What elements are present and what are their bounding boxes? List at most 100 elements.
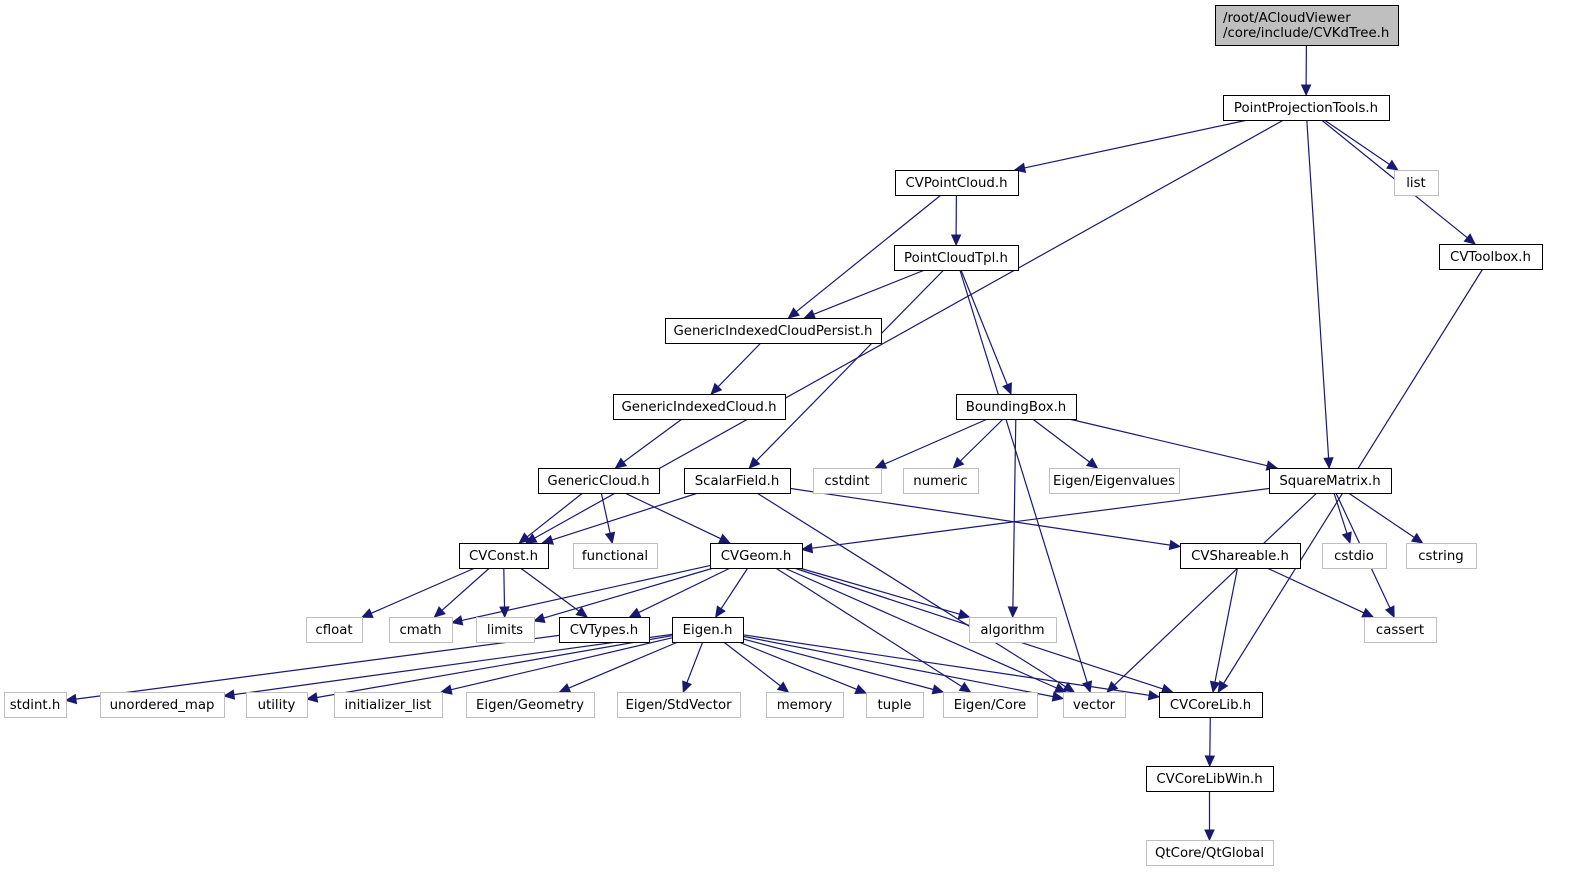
node-box <box>1269 468 1392 494</box>
arrowhead-icon <box>718 533 731 544</box>
node-label: ScalarField.h <box>695 474 780 489</box>
edge-CVShareable-to-cassert <box>1266 567 1375 618</box>
edge-GenericCloud-to-functional <box>600 492 616 545</box>
node-cstdint: cstdint <box>813 468 882 494</box>
node-box <box>4 692 67 718</box>
edge-line <box>959 418 1004 462</box>
node-SquareMatrix[interactable]: SquareMatrix.h <box>1269 468 1392 494</box>
edge-line <box>1032 418 1090 463</box>
edge-PointCloudTpl-to-ScalarField <box>748 269 945 469</box>
node-CVGeom[interactable]: CVGeom.h <box>710 543 803 569</box>
edge-BoundingBox-to-SquareMatrix <box>1068 418 1279 471</box>
node-label: vector <box>1073 698 1116 713</box>
edge-CVCoreLib-to-CVCoreLibWin <box>1204 716 1216 768</box>
edge-root-to-PointProjectionTools <box>1300 44 1312 97</box>
arrowhead-icon <box>575 606 588 618</box>
edge-line <box>461 565 711 621</box>
node-root[interactable]: /root/ACloudViewer/core/include/CVKdTree… <box>1215 5 1399 46</box>
edge-line <box>795 194 942 313</box>
node-cstring: cstring <box>1406 543 1477 569</box>
edge-CVConst-to-limits <box>499 567 510 619</box>
edge-SquareMatrix-to-vector <box>1106 492 1318 693</box>
node-CVToolbox[interactable]: CVToolbox.h <box>1439 244 1543 270</box>
node-EigenGeometry: Eigen/Geometry <box>466 692 595 718</box>
node-stdint: stdint.h <box>4 692 67 718</box>
node-CVCoreLib[interactable]: CVCoreLib.h <box>1159 692 1263 718</box>
node-GenericCloud[interactable]: GenericCloud.h <box>538 468 660 494</box>
node-box <box>956 394 1077 420</box>
edge-EigenH-to-tuple <box>738 641 868 695</box>
node-cstdio: cstdio <box>1322 543 1387 569</box>
arrowhead-icon <box>1204 755 1216 768</box>
arrowhead-icon <box>748 456 761 469</box>
node-box <box>1439 244 1543 270</box>
node-CVShareable[interactable]: CVShareable.h <box>1180 543 1301 569</box>
arrowhead-icon <box>64 693 78 705</box>
node-CVTypes[interactable]: CVTypes.h <box>559 617 650 643</box>
edge-line <box>520 567 580 612</box>
arrowhead-icon <box>952 456 965 469</box>
node-CVConst[interactable]: CVConst.h <box>459 543 549 569</box>
edge-BoundingBox-to-numeric <box>952 418 1004 469</box>
arrowhead-icon <box>1147 690 1161 701</box>
node-ScalarField[interactable]: ScalarField.h <box>684 468 791 494</box>
edge-line <box>450 637 673 691</box>
node-CVCoreLibWin[interactable]: CVCoreLibWin.h <box>1146 766 1274 792</box>
arrowhead-icon <box>1168 539 1182 551</box>
node-PointCloudTpl[interactable]: PointCloudTpl.h <box>894 245 1019 271</box>
node-box <box>1215 5 1399 46</box>
node-EigenH[interactable]: Eigen.h <box>672 617 744 643</box>
node-label: Eigen/Geometry <box>476 698 584 713</box>
node-label: cmath <box>399 623 441 638</box>
arrowhead-icon <box>803 309 817 320</box>
arrowhead-icon <box>1384 605 1395 619</box>
node-label: cassert <box>1376 623 1424 638</box>
node-box <box>665 318 882 344</box>
edge-EigenH-to-utility <box>305 635 673 703</box>
node-initializer_list: initializer_list <box>334 692 443 718</box>
arrowhead-icon <box>1300 84 1312 97</box>
arrowhead-icon <box>1361 607 1375 618</box>
arrowhead-icon <box>958 681 972 693</box>
node-label: cstring <box>1418 549 1463 564</box>
edge-line <box>526 492 584 538</box>
node-GenericIndexedCloud[interactable]: GenericIndexedCloud.h <box>613 394 786 420</box>
arrowhead-icon <box>854 684 868 695</box>
node-label: CVShareable.h <box>1191 549 1289 564</box>
node-box <box>617 692 741 718</box>
edge-EigenH-to-EigenGeometry <box>558 641 679 693</box>
node-box <box>459 543 549 569</box>
edge-line <box>755 269 945 462</box>
edge-line <box>717 342 762 388</box>
edge-line <box>370 567 476 614</box>
edge-PointCloudTpl-to-BoundingBox <box>960 269 1012 396</box>
arrowhead-icon <box>450 615 464 626</box>
edge-line <box>789 487 1171 546</box>
edge-EigenH-to-EigenStdVector <box>682 641 704 694</box>
edge-line <box>1348 492 1415 538</box>
node-label: PointProjectionTools.h <box>1234 101 1378 116</box>
node-label: numeric <box>913 474 967 489</box>
node-box <box>1394 170 1439 196</box>
node-GenericIndexedCloudPersist[interactable]: GenericIndexedCloudPersist.h <box>665 318 882 344</box>
node-BoundingBox[interactable]: BoundingBox.h <box>956 394 1077 420</box>
edge-line <box>1266 567 1365 614</box>
edge-line <box>75 634 560 700</box>
arrowhead-icon <box>440 684 453 695</box>
edge-line <box>959 269 1088 683</box>
arrowhead-icon <box>604 531 616 545</box>
edge-PointProjectionTools-to-SquareMatrix <box>1306 119 1334 470</box>
node-box <box>903 468 979 494</box>
node-label: Eigen/Core <box>954 698 1026 713</box>
arrowhead-icon <box>614 457 628 469</box>
node-label: Eigen/Eigenvalues <box>1053 474 1175 489</box>
edge-line <box>623 418 683 463</box>
node-EigenCore: Eigen/Core <box>943 692 1038 718</box>
node-label: CVGeom.h <box>721 549 792 564</box>
edge-line <box>1068 418 1268 467</box>
node-PointProjectionTools[interactable]: PointProjectionTools.h <box>1223 95 1390 121</box>
edge-line <box>884 418 988 465</box>
node-label: /core/include/CVKdTree.h <box>1223 26 1389 41</box>
node-box <box>1049 468 1180 494</box>
node-CVPointCloud[interactable]: CVPointCloud.h <box>895 170 1019 196</box>
